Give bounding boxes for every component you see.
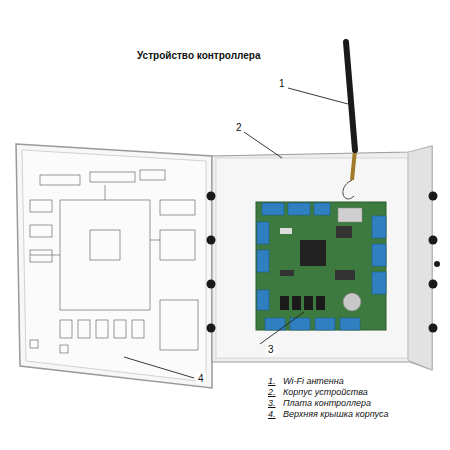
part-name: Верхняя крышка корпуса bbox=[283, 410, 389, 420]
lid bbox=[16, 144, 212, 388]
callout-number: 3 bbox=[266, 344, 276, 355]
pcb-parts bbox=[280, 208, 362, 311]
part-name: Корпус устройства bbox=[283, 388, 368, 398]
housing bbox=[212, 146, 432, 370]
housing-back bbox=[216, 158, 408, 358]
callout-number: 2 bbox=[234, 122, 244, 133]
part-name: Плата контроллера bbox=[283, 399, 371, 409]
callout-number: 1 bbox=[277, 78, 287, 89]
list-number: 2. bbox=[268, 388, 276, 398]
part-name: Wi-Fi антенна bbox=[283, 377, 344, 387]
cable-glands bbox=[207, 192, 441, 333]
terminal-blocks bbox=[257, 203, 386, 330]
leader-lines bbox=[124, 88, 348, 378]
lid-schematic bbox=[30, 170, 198, 353]
antenna bbox=[346, 42, 355, 150]
pcb bbox=[256, 202, 386, 330]
callout-number: 4 bbox=[196, 373, 206, 384]
lid-inner bbox=[22, 150, 206, 382]
antenna-cable bbox=[343, 180, 354, 199]
list-number: 3. bbox=[268, 399, 276, 409]
housing-side bbox=[408, 146, 432, 370]
list-number: 1. bbox=[268, 377, 276, 387]
title: Устройство контроллера bbox=[137, 50, 260, 61]
antenna-connector bbox=[352, 150, 355, 180]
list-number: 4. bbox=[268, 410, 276, 420]
